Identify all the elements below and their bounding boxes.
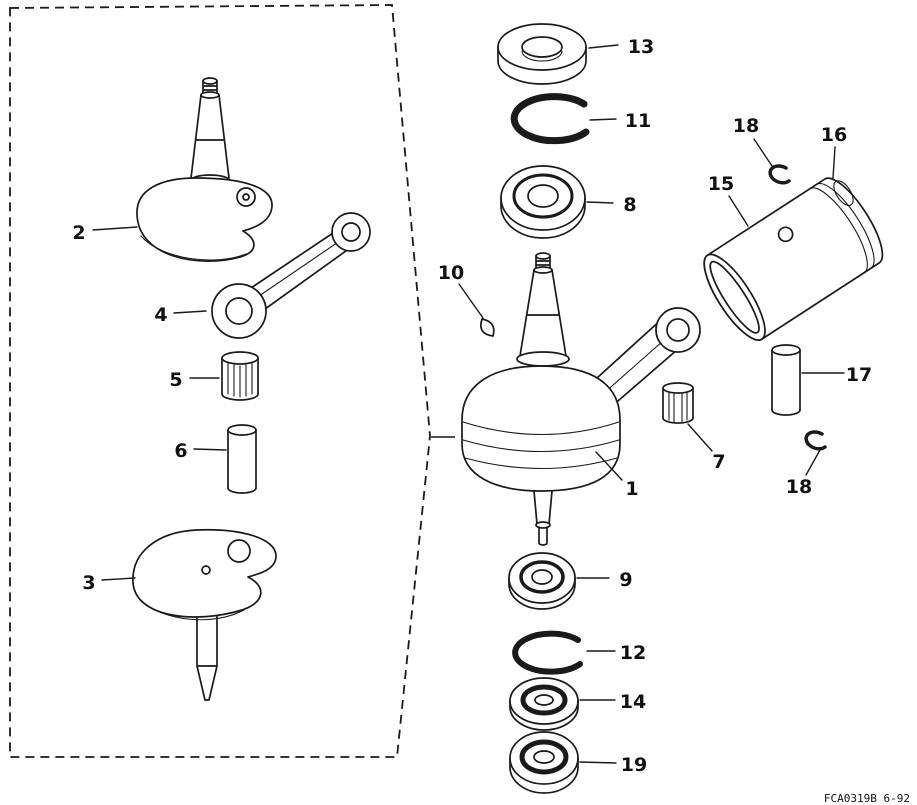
part-15-piston [703,177,884,341]
part-label-12: 12 [620,642,646,664]
part-6-crank-pin [227,424,257,494]
part-label-19: 19 [621,754,647,776]
part-3-crankshaft-half-lower [132,528,277,701]
part-1-crankshaft-assembly [461,252,701,546]
part-label-18-bottom: 18 [786,476,812,498]
part-13-washer [497,23,587,85]
part-17-piston-pin [771,344,801,416]
part-label-17: 17 [846,364,872,386]
part-7-needle-bearing [662,382,694,424]
part-8-ball-bearing [500,165,586,239]
part-label-7: 7 [712,451,725,473]
part-10-woodruff-key [479,318,495,337]
part-4-connecting-rod [211,212,371,339]
part-5-needle-bearing-cage [221,351,259,401]
part-label-3: 3 [82,572,95,594]
part-label-16: 16 [821,124,847,146]
part-label-6: 6 [174,440,187,462]
part-label-9: 9 [619,569,632,591]
part-label-2: 2 [72,222,85,244]
part-label-4: 4 [154,304,167,326]
part-label-11: 11 [625,110,651,132]
drawing-code: FCA0319B 6-92 [824,792,910,805]
part-14-bearing [509,677,579,731]
part-11-retaining-clip [510,93,590,145]
part-label-15: 15 [708,173,734,195]
part-12-retaining-clip [512,630,583,675]
part-18-pin-clip-bottom [804,430,827,451]
part-label-18-top: 18 [733,115,759,137]
part-label-8: 8 [623,194,636,216]
part-label-10: 10 [438,262,464,284]
part-9-ball-bearing [508,552,576,610]
part-label-5: 5 [169,369,182,391]
part-label-14: 14 [620,691,646,713]
part-labels: 2 4 5 6 3 13 11 8 10 1 7 9 12 14 19 15 1… [72,36,872,776]
leader-lines [92,44,845,764]
part-label-1: 1 [625,478,638,500]
part-2-crankshaft-half-upper [136,77,273,262]
part-18-pin-clip-top [768,164,791,185]
dashed-boundary [9,4,455,758]
part-19-oil-seal [509,731,579,794]
part-label-13: 13 [628,36,654,58]
